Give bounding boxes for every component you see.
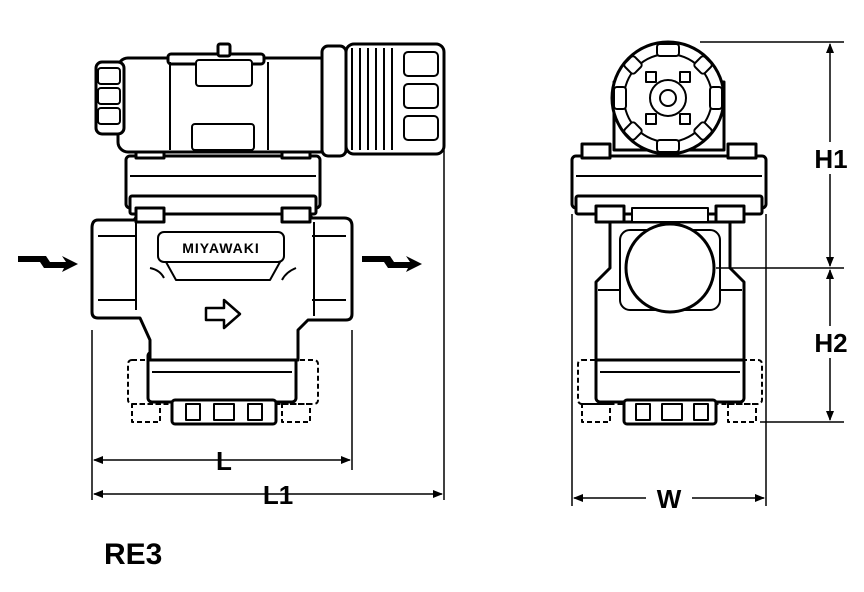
flow-direction-arrow [204,298,242,330]
front-adjust-knob [344,42,446,156]
dim-label-l: L [216,446,232,476]
dim-label-w: W [657,484,682,514]
front-bottom-cap [146,350,298,426]
front-view [90,42,446,426]
front-dimensions [91,150,445,500]
front-flange [124,142,322,224]
dim-label-h2: H2 [814,328,847,358]
side-view [570,40,768,426]
side-bottom-cap [594,350,746,426]
brand-text: MIYAWAKI [182,240,260,256]
inlet-arrow [18,256,78,272]
dim-label-l1: L1 [263,480,293,510]
outlet-arrow [362,256,422,272]
side-adjust-knob [610,40,726,156]
side-port [624,222,716,314]
model-label: RE3 [104,538,163,571]
side-flange [570,142,768,224]
dim-label-h1: H1 [814,144,847,174]
front-actuator [94,42,348,158]
